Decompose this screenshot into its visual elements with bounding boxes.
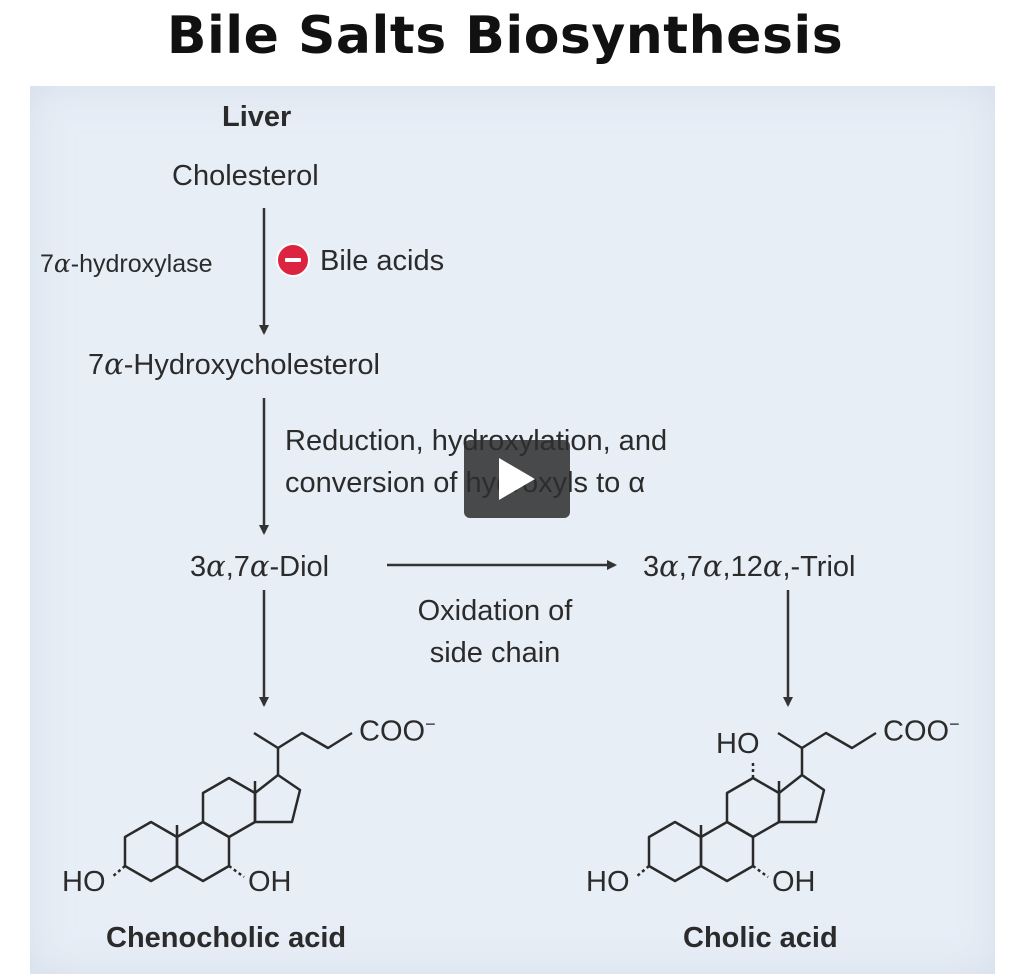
diol-3: 3: [190, 551, 207, 583]
triol-suffix: ,-Triol: [782, 551, 856, 583]
triol-12: ,12: [722, 551, 763, 583]
triol-7: ,7: [678, 551, 703, 583]
triol-label: 3α,7α,12α,-Triol: [643, 549, 855, 584]
oxidation-text-line2: side chain: [0, 637, 990, 670]
cholic-ho: HO: [586, 866, 630, 898]
enzyme-name: -hydroxylase: [70, 250, 213, 278]
oxidation-line2-text: side chain: [429, 637, 561, 669]
cholic-acid-structure: [635, 731, 877, 883]
cholic-acid-name: Cholic acid: [683, 922, 838, 954]
inhibition-icon: [276, 243, 310, 277]
cholic-ho-top: HO: [716, 728, 760, 760]
cholesterol-label: Cholesterol: [172, 160, 319, 192]
cholic-oh: OH: [772, 866, 816, 898]
oxidation-text-line1: Oxidation of: [0, 595, 990, 628]
chenocholic-carboxylate: COO−: [359, 714, 436, 749]
hydroxycholesterol-name: -Hydroxycholesterol: [123, 349, 380, 381]
enzyme-prefix: 7: [40, 250, 54, 278]
chenocholic-oh: OH: [248, 866, 292, 898]
chenocholic-acid-name: Chenocholic acid: [106, 922, 347, 954]
carboxylate-text: COO: [883, 715, 950, 748]
alpha-symbol: α: [249, 549, 270, 583]
diol-7: ,7: [225, 551, 250, 583]
charge-sign: −: [949, 714, 960, 734]
diagram-panel: [30, 86, 995, 974]
triol-3: 3: [643, 551, 660, 583]
chenocholic-ho: HO: [62, 866, 106, 898]
play-icon: [499, 458, 535, 500]
oxidation-line1-text: Oxidation of: [417, 595, 573, 627]
charge-sign: −: [425, 714, 436, 734]
enzyme-label: 7α-hydroxylase: [40, 249, 213, 279]
organ-label: Liver: [222, 101, 292, 133]
alpha-symbol: α: [206, 549, 226, 583]
hydroxycholesterol-prefix: 7: [88, 349, 105, 381]
alpha-symbol: α: [104, 347, 124, 381]
diol-label: 3α,7α-Diol: [190, 549, 329, 584]
inhibitor-label: Bile acids: [320, 245, 445, 277]
alpha-symbol: α: [659, 549, 679, 583]
hydroxycholesterol-label: 7α-Hydroxycholesterol: [88, 347, 380, 382]
alpha-symbol: α: [762, 549, 783, 583]
carboxylate-text: COO: [359, 715, 426, 748]
alpha-symbol: α: [702, 549, 723, 583]
alpha-symbol: α: [53, 249, 71, 278]
play-button[interactable]: [464, 440, 570, 518]
cholic-carboxylate: COO−: [883, 714, 960, 749]
diol-suffix: -Diol: [269, 551, 330, 583]
page-title: Bile Salts Biosynthesis: [166, 6, 844, 66]
chenocholic-acid-structure: [111, 731, 353, 883]
